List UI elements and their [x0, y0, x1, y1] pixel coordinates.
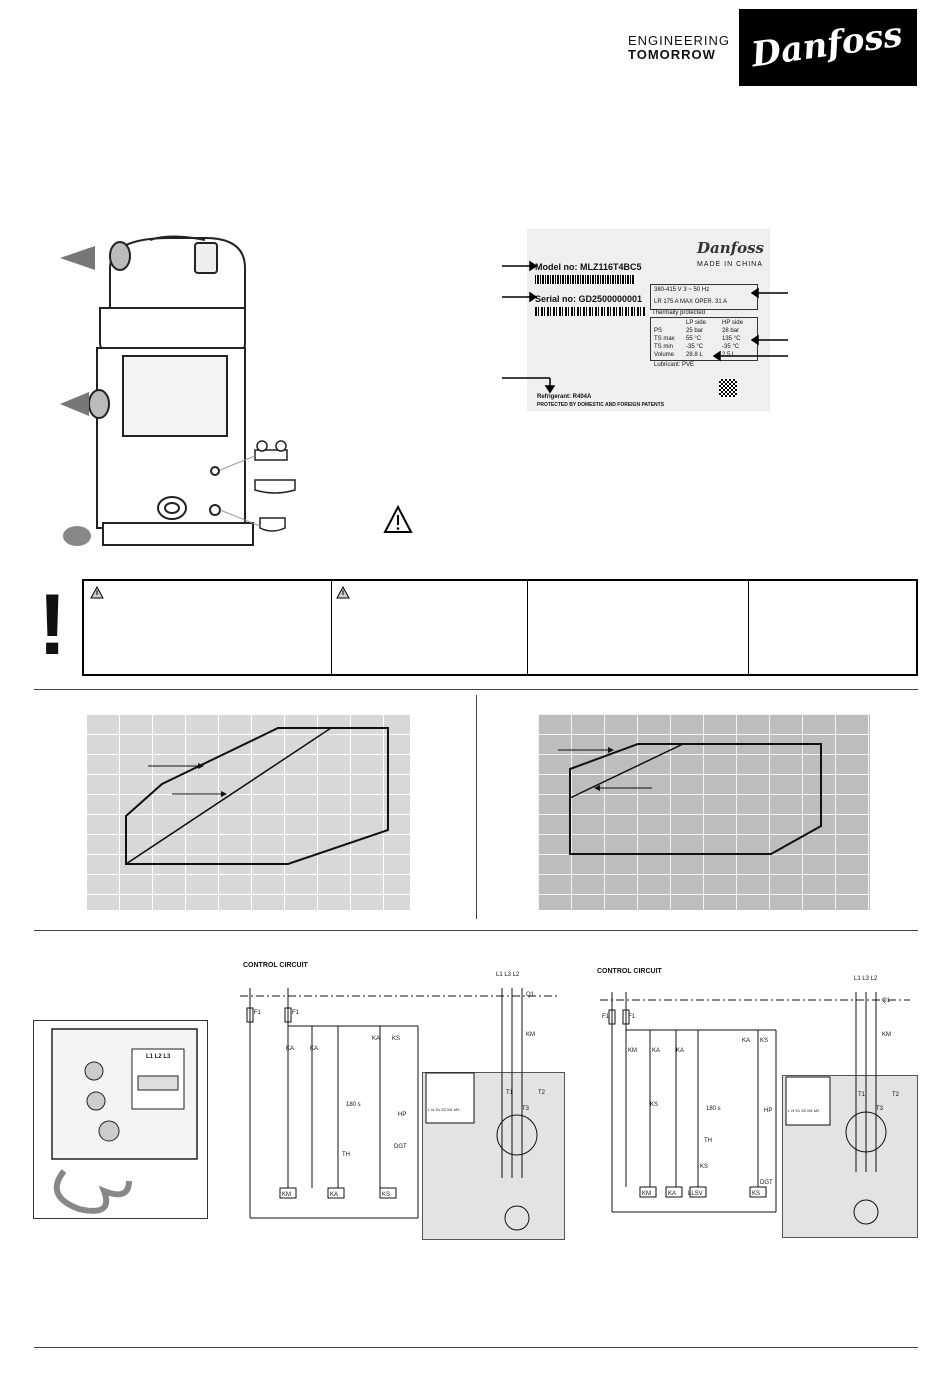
wiring-diagram-left: L1 L3 L2 F1 F1 KA KA KA KS 180 s HP DGT TH Q1KM…	[240, 972, 560, 1231]
svg-text:F1: F1	[254, 1010, 262, 1016]
envelope-right-lines	[558, 743, 822, 855]
control-circuit-title-right: CONTROL CIRCUIT	[597, 968, 662, 975]
nameplate-arrows	[502, 260, 788, 394]
svg-text:Q1: Q1	[526, 992, 535, 998]
svg-text:HP: HP	[398, 1112, 406, 1118]
svg-text:180 s: 180 s	[346, 1102, 361, 1108]
svg-text:HP: HP	[764, 1108, 772, 1114]
svg-text:KS: KS	[650, 1102, 658, 1108]
svg-text:T1: T1	[506, 1090, 514, 1096]
svg-text:KS: KS	[760, 1038, 768, 1044]
svg-text:DGT: DGT	[760, 1180, 773, 1186]
svg-text:KA: KA	[330, 1192, 338, 1198]
danfoss-logo: Danfoss	[739, 9, 917, 86]
terminal-label: L1 L2 L3	[146, 1054, 171, 1060]
svg-text:KM: KM	[526, 1032, 535, 1038]
svg-text:KS: KS	[752, 1191, 760, 1197]
svg-text:F1: F1	[628, 1014, 636, 1020]
patents: PROTECTED BY DOMESTIC AND FOREIGN PATENT…	[537, 402, 665, 408]
svg-text:DGT: DGT	[394, 1144, 407, 1150]
svg-text:KA: KA	[668, 1191, 676, 1197]
warning-table	[82, 579, 918, 676]
phase-label: L1 L3 L2	[496, 972, 520, 978]
svg-text:KM: KM	[282, 1192, 291, 1198]
warning-cell-4	[749, 581, 916, 674]
svg-text:KA: KA	[652, 1048, 660, 1054]
compressor-illustration	[60, 235, 296, 546]
svg-text:KM: KM	[628, 1048, 637, 1054]
svg-text:KM: KM	[642, 1191, 651, 1197]
tagline-line1: ENGINEERING	[628, 33, 731, 48]
table-row: TS min-35 °C-35 °C	[654, 344, 740, 350]
divider	[34, 930, 918, 931]
lra-maxoper: LR 175 A MAX OPER. 31 A	[654, 299, 728, 305]
wiring-diagram-right: L1 L3 L2 F1 F1 KM KA KA KA KS KS 180 s HP TH KS…	[600, 976, 910, 1225]
nameplate: Danfoss MADE IN CHINA Model no: MLZ116T4…	[527, 229, 770, 411]
svg-text:T2: T2	[892, 1092, 900, 1098]
model-number: Model no: MLZ116T4BC5	[535, 262, 642, 272]
svg-text:L N S1 S2 M1 M2: L N S1 S2 M1 M2	[788, 1108, 820, 1113]
svg-text:T2: T2	[538, 1090, 546, 1096]
warning-cell-3	[528, 581, 749, 674]
svg-text:L1 L3 L2: L1 L3 L2	[854, 976, 878, 982]
svg-text:F1: F1	[292, 1010, 300, 1016]
operating-envelope-right	[538, 714, 870, 910]
svg-text:TH: TH	[704, 1138, 712, 1144]
warning-small-icon	[336, 586, 350, 599]
model-barcode	[535, 275, 635, 284]
terminal-box-drawing	[51, 1028, 198, 1214]
svg-text:F1: F1	[602, 1014, 610, 1020]
svg-text:T3: T3	[522, 1106, 530, 1112]
brand-tagline: ENGINEERING TOMORROW	[628, 34, 730, 62]
svg-text:L N S1 S2 M1 M2: L N S1 S2 M1 M2	[428, 1107, 460, 1112]
svg-text:KM: KM	[882, 1032, 891, 1038]
svg-text:KA: KA	[742, 1038, 750, 1044]
vertical-divider	[476, 695, 477, 919]
svg-text:180 s: 180 s	[706, 1106, 721, 1112]
tagline-line2: TOMORROW	[628, 47, 716, 62]
footer-divider	[34, 1347, 918, 1348]
svg-text:KS: KS	[700, 1164, 708, 1170]
made-in: MADE IN CHINA	[697, 261, 763, 268]
serial-barcode	[535, 307, 645, 316]
serial-number: Serial no: GD2500000001	[535, 294, 643, 304]
svg-text:KA: KA	[310, 1046, 318, 1052]
warning-icon	[383, 505, 413, 533]
warning-cell-1	[84, 581, 332, 674]
envelope-left-lines	[125, 727, 389, 865]
warning-cell-2	[332, 581, 528, 674]
svg-text:TH: TH	[342, 1152, 350, 1158]
svg-text:T3: T3	[876, 1106, 884, 1112]
hp-header: HP side	[722, 320, 743, 326]
terminal-box-illustration: L1 L2 L3	[33, 1020, 208, 1219]
voltage: 380-415 V 3 ~ 50 Hz	[654, 287, 710, 293]
lubricant: Lubricant: PVE	[654, 362, 695, 368]
lp-header: LP side	[686, 320, 706, 326]
svg-text:Q1: Q1	[882, 998, 891, 1004]
svg-text:KS: KS	[392, 1036, 400, 1042]
operating-envelope-left	[86, 714, 410, 910]
divider	[34, 689, 918, 690]
control-circuit-title-left: CONTROL CIRCUIT	[243, 962, 308, 969]
svg-text:LLSV: LLSV	[688, 1191, 703, 1197]
warning-small-icon	[90, 586, 104, 599]
logo-text: Danfoss	[748, 14, 905, 76]
nameplate-logo: Danfoss	[697, 239, 764, 257]
svg-text:KA: KA	[286, 1046, 294, 1052]
svg-text:T1: T1	[858, 1092, 866, 1098]
thermally-protected: Thermally protected	[652, 310, 706, 316]
svg-text:KA: KA	[372, 1036, 380, 1042]
qr-code	[719, 379, 737, 397]
exclamation-icon: !	[38, 577, 67, 673]
svg-text:KA: KA	[676, 1048, 684, 1054]
svg-text:KS: KS	[382, 1192, 390, 1198]
refrigerant: Refrigerant: R404A	[537, 394, 592, 400]
